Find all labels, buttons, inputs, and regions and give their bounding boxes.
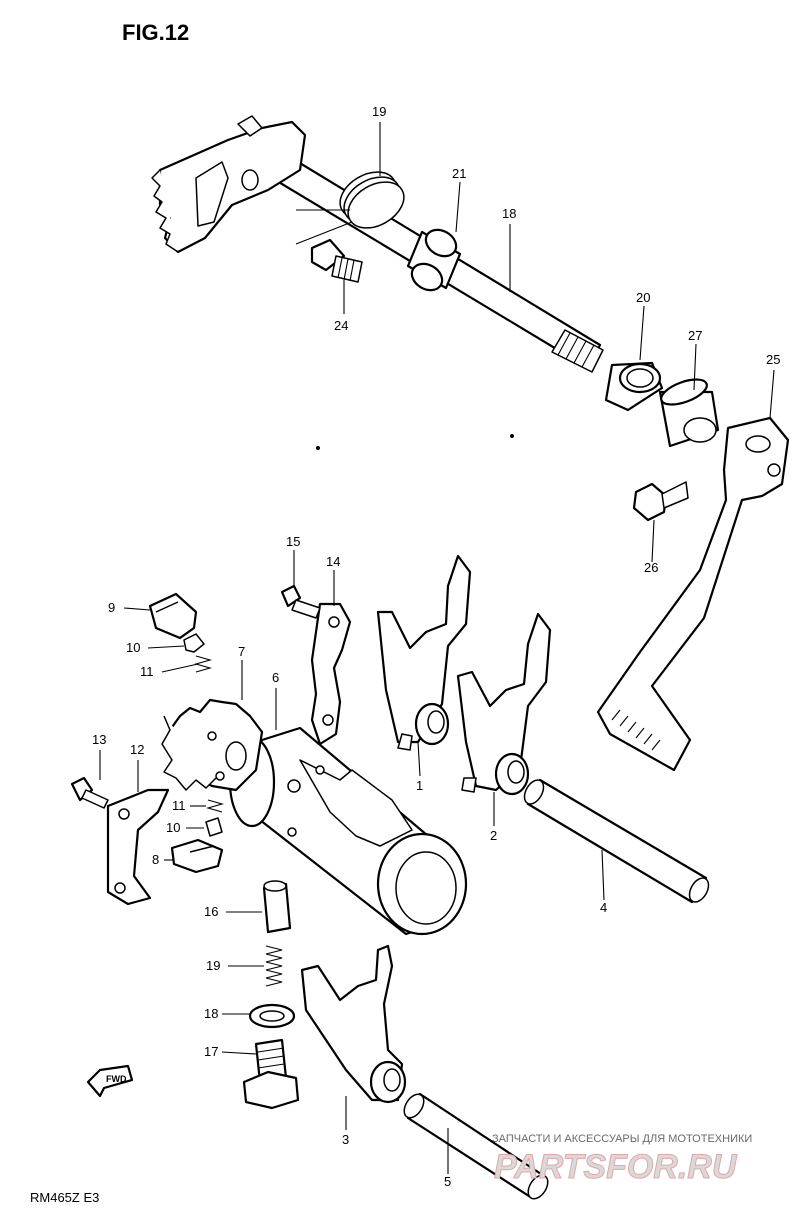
stopper-plate-screw	[70, 776, 109, 809]
shift-cam-drum	[228, 726, 468, 936]
speck	[510, 434, 514, 438]
fwd-label: FWD	[106, 1074, 127, 1084]
stopper-spring-upper	[193, 655, 213, 673]
callout-14: 14	[326, 554, 340, 569]
pedal-bushing	[658, 378, 720, 448]
shaft-collar	[406, 228, 462, 292]
callout-22: 20	[636, 290, 650, 305]
callout-4: 4	[600, 900, 607, 915]
return-spring	[295, 171, 405, 245]
gearshift-pedal	[596, 416, 790, 772]
callout-13: 13	[92, 732, 106, 747]
callout-16: 16	[204, 904, 218, 919]
plunger-spring	[265, 945, 283, 987]
callout-8: 8	[152, 852, 159, 867]
watermark-caption: ЗАПЧАСТИ И АКСЕССУАРЫ ДЛЯ МОТОТЕХНИКИ	[492, 1133, 752, 1145]
arm-stud	[237, 115, 263, 137]
callout-12: 12	[130, 742, 144, 757]
shift-fork-3	[300, 944, 407, 1104]
fork-shaft-4	[523, 778, 710, 904]
cam-gear	[161, 698, 264, 792]
oil-seal	[604, 361, 664, 412]
drum-bore	[395, 851, 457, 925]
shift-fork-1	[376, 554, 472, 751]
callout-24: 24	[334, 318, 348, 333]
callout-6: 6	[272, 670, 279, 685]
pedal-pivot-hole	[745, 435, 771, 453]
callout-19: 19	[206, 958, 220, 973]
arm-pin-hole	[241, 169, 259, 191]
drum-stopper	[148, 592, 198, 640]
cam-guide-plate	[310, 602, 352, 746]
callout-11-lower: 11	[172, 798, 186, 813]
watermark: ЗАПЧАСТИ И АКСЕССУАРЫ ДЛЯ МОТОТЕХНИКИ PA…	[492, 1133, 752, 1187]
callout-1: 1	[416, 778, 423, 793]
callout-15: 15	[286, 534, 300, 549]
cam-stopper-plate	[106, 788, 170, 906]
speck	[316, 446, 320, 450]
shift-arm-plate	[158, 120, 307, 254]
callout-27: 27	[688, 328, 702, 343]
gasket-washer	[248, 1003, 296, 1029]
callout-21: 19	[372, 104, 386, 119]
callout-17: 17	[204, 1044, 218, 1059]
neutral-switch-plug	[242, 1038, 300, 1110]
callout-10-upper: 10	[126, 640, 140, 655]
neutral-plunger	[262, 880, 292, 934]
drum-groove	[299, 759, 413, 847]
guide-plate-screw	[280, 584, 321, 619]
pedal-lever	[596, 416, 790, 772]
stopper-spring-lower	[205, 799, 225, 813]
leader-lines	[99, 122, 775, 1174]
callout-11-upper: 11	[140, 664, 154, 679]
callout-9: 9	[108, 600, 115, 615]
callout-2: 2	[490, 828, 497, 843]
callout-23: 21	[452, 166, 466, 181]
shift-fork-2	[456, 612, 552, 796]
callout-18: 18	[204, 1006, 218, 1021]
stopper-bolt	[310, 238, 363, 283]
callout-3: 3	[342, 1132, 349, 1147]
callout-26: 26	[644, 560, 658, 575]
callout-5: 5	[444, 1174, 451, 1189]
model-code: RM465Z E3	[30, 1190, 99, 1205]
pedal-bolt-hole	[767, 463, 781, 477]
pedal-bolt	[632, 481, 689, 522]
stopper-pin-upper	[183, 633, 205, 653]
callout-labels: 19 21 18 20 27 25 24 26 15 14 9 10 11 7 …	[92, 104, 780, 1189]
watermark-brand: PARTSFOR.RU	[494, 1148, 738, 1186]
callout-7: 7	[238, 644, 245, 659]
arm-cutout	[195, 161, 229, 227]
fork-shaft-5	[403, 1092, 549, 1200]
figure-title: FIG.12	[122, 20, 189, 45]
cam-pawl	[170, 838, 224, 874]
forward-direction-arrow: FWD	[86, 1064, 134, 1098]
callout-20: 18	[502, 206, 516, 221]
callout-10-lower: 10	[166, 820, 180, 835]
callout-25: 25	[766, 352, 780, 367]
shaft-spline	[551, 329, 604, 373]
stopper-pin-lower	[205, 817, 223, 837]
gearshift-shaft-assembly	[151, 115, 720, 448]
arm-teeth	[151, 169, 179, 253]
